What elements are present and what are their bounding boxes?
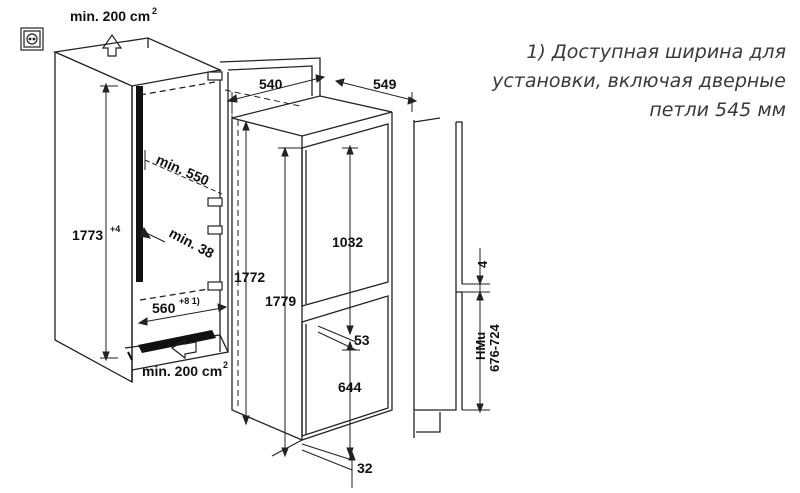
niche-back-strip: [136, 86, 143, 282]
upper-door-height-dimension: [342, 144, 358, 336]
gap-small-dimension: [462, 248, 490, 301]
depth-min-label: min. 550: [154, 151, 212, 188]
upper-door-height-label: 1032: [332, 234, 363, 250]
appliance-hidden-lines: [224, 89, 301, 410]
door-height-total-dimension: [271, 146, 303, 458]
hmu-range: 676-724: [487, 324, 502, 372]
lower-door-height-label: 644: [338, 379, 362, 395]
door-gap-label: 53: [354, 332, 370, 348]
appliance-width-dimension: [226, 70, 326, 114]
appliance-height-dimension: [242, 120, 250, 426]
niche-height-label: 1773: [72, 227, 103, 243]
socket-icon: [20, 27, 44, 51]
appliance-depth-dimension: [334, 78, 418, 112]
footnote-line-2: установки, включая дверные: [492, 70, 786, 92]
lower-door-height-dimension: [342, 340, 360, 458]
niche-height-sup: +4: [110, 224, 120, 234]
niche-cabinet: [52, 37, 229, 384]
niche-height-dimension: [100, 82, 118, 362]
side-profile-view: [413, 117, 463, 438]
hinge-top: [207, 71, 223, 291]
footnote-line-3: петли 545 мм: [649, 99, 786, 121]
hmu-dimension: [462, 290, 490, 414]
footnote: 1) Доступная ширина для установки, включ…: [486, 38, 786, 125]
door-height-total-label: 1779: [265, 293, 296, 309]
gap-min-dimension: [139, 226, 166, 243]
hmu-label: HMu: [473, 332, 488, 360]
depth-min-dimension: [144, 150, 223, 195]
vent-top-arrow: [101, 33, 123, 57]
vent-top-sup: 2: [152, 6, 157, 16]
door-offset-dimension: [301, 443, 356, 488]
niche-width-label: 560: [152, 300, 176, 316]
appliance-width-label: 540: [259, 76, 283, 92]
door-offset-label: 32: [357, 460, 373, 476]
vent-bottom-label: min. 200 cm: [142, 363, 222, 379]
footnote-line-1: 1) Доступная ширина для: [526, 41, 786, 63]
vent-bottom-arrow: [170, 338, 197, 360]
appliance-height-label: 1772: [234, 269, 265, 285]
gap-small-label: 4: [475, 260, 490, 268]
niche-width-sup: +8 1): [179, 296, 200, 306]
niche-width-dimension: [137, 303, 228, 326]
vent-bottom-sup: 2: [223, 360, 228, 370]
vent-top-label: min. 200 cm: [70, 8, 150, 24]
appliance-body: [231, 95, 393, 441]
appliance-depth-label: 549: [373, 76, 397, 92]
niche-bottom-vent: [138, 330, 216, 353]
